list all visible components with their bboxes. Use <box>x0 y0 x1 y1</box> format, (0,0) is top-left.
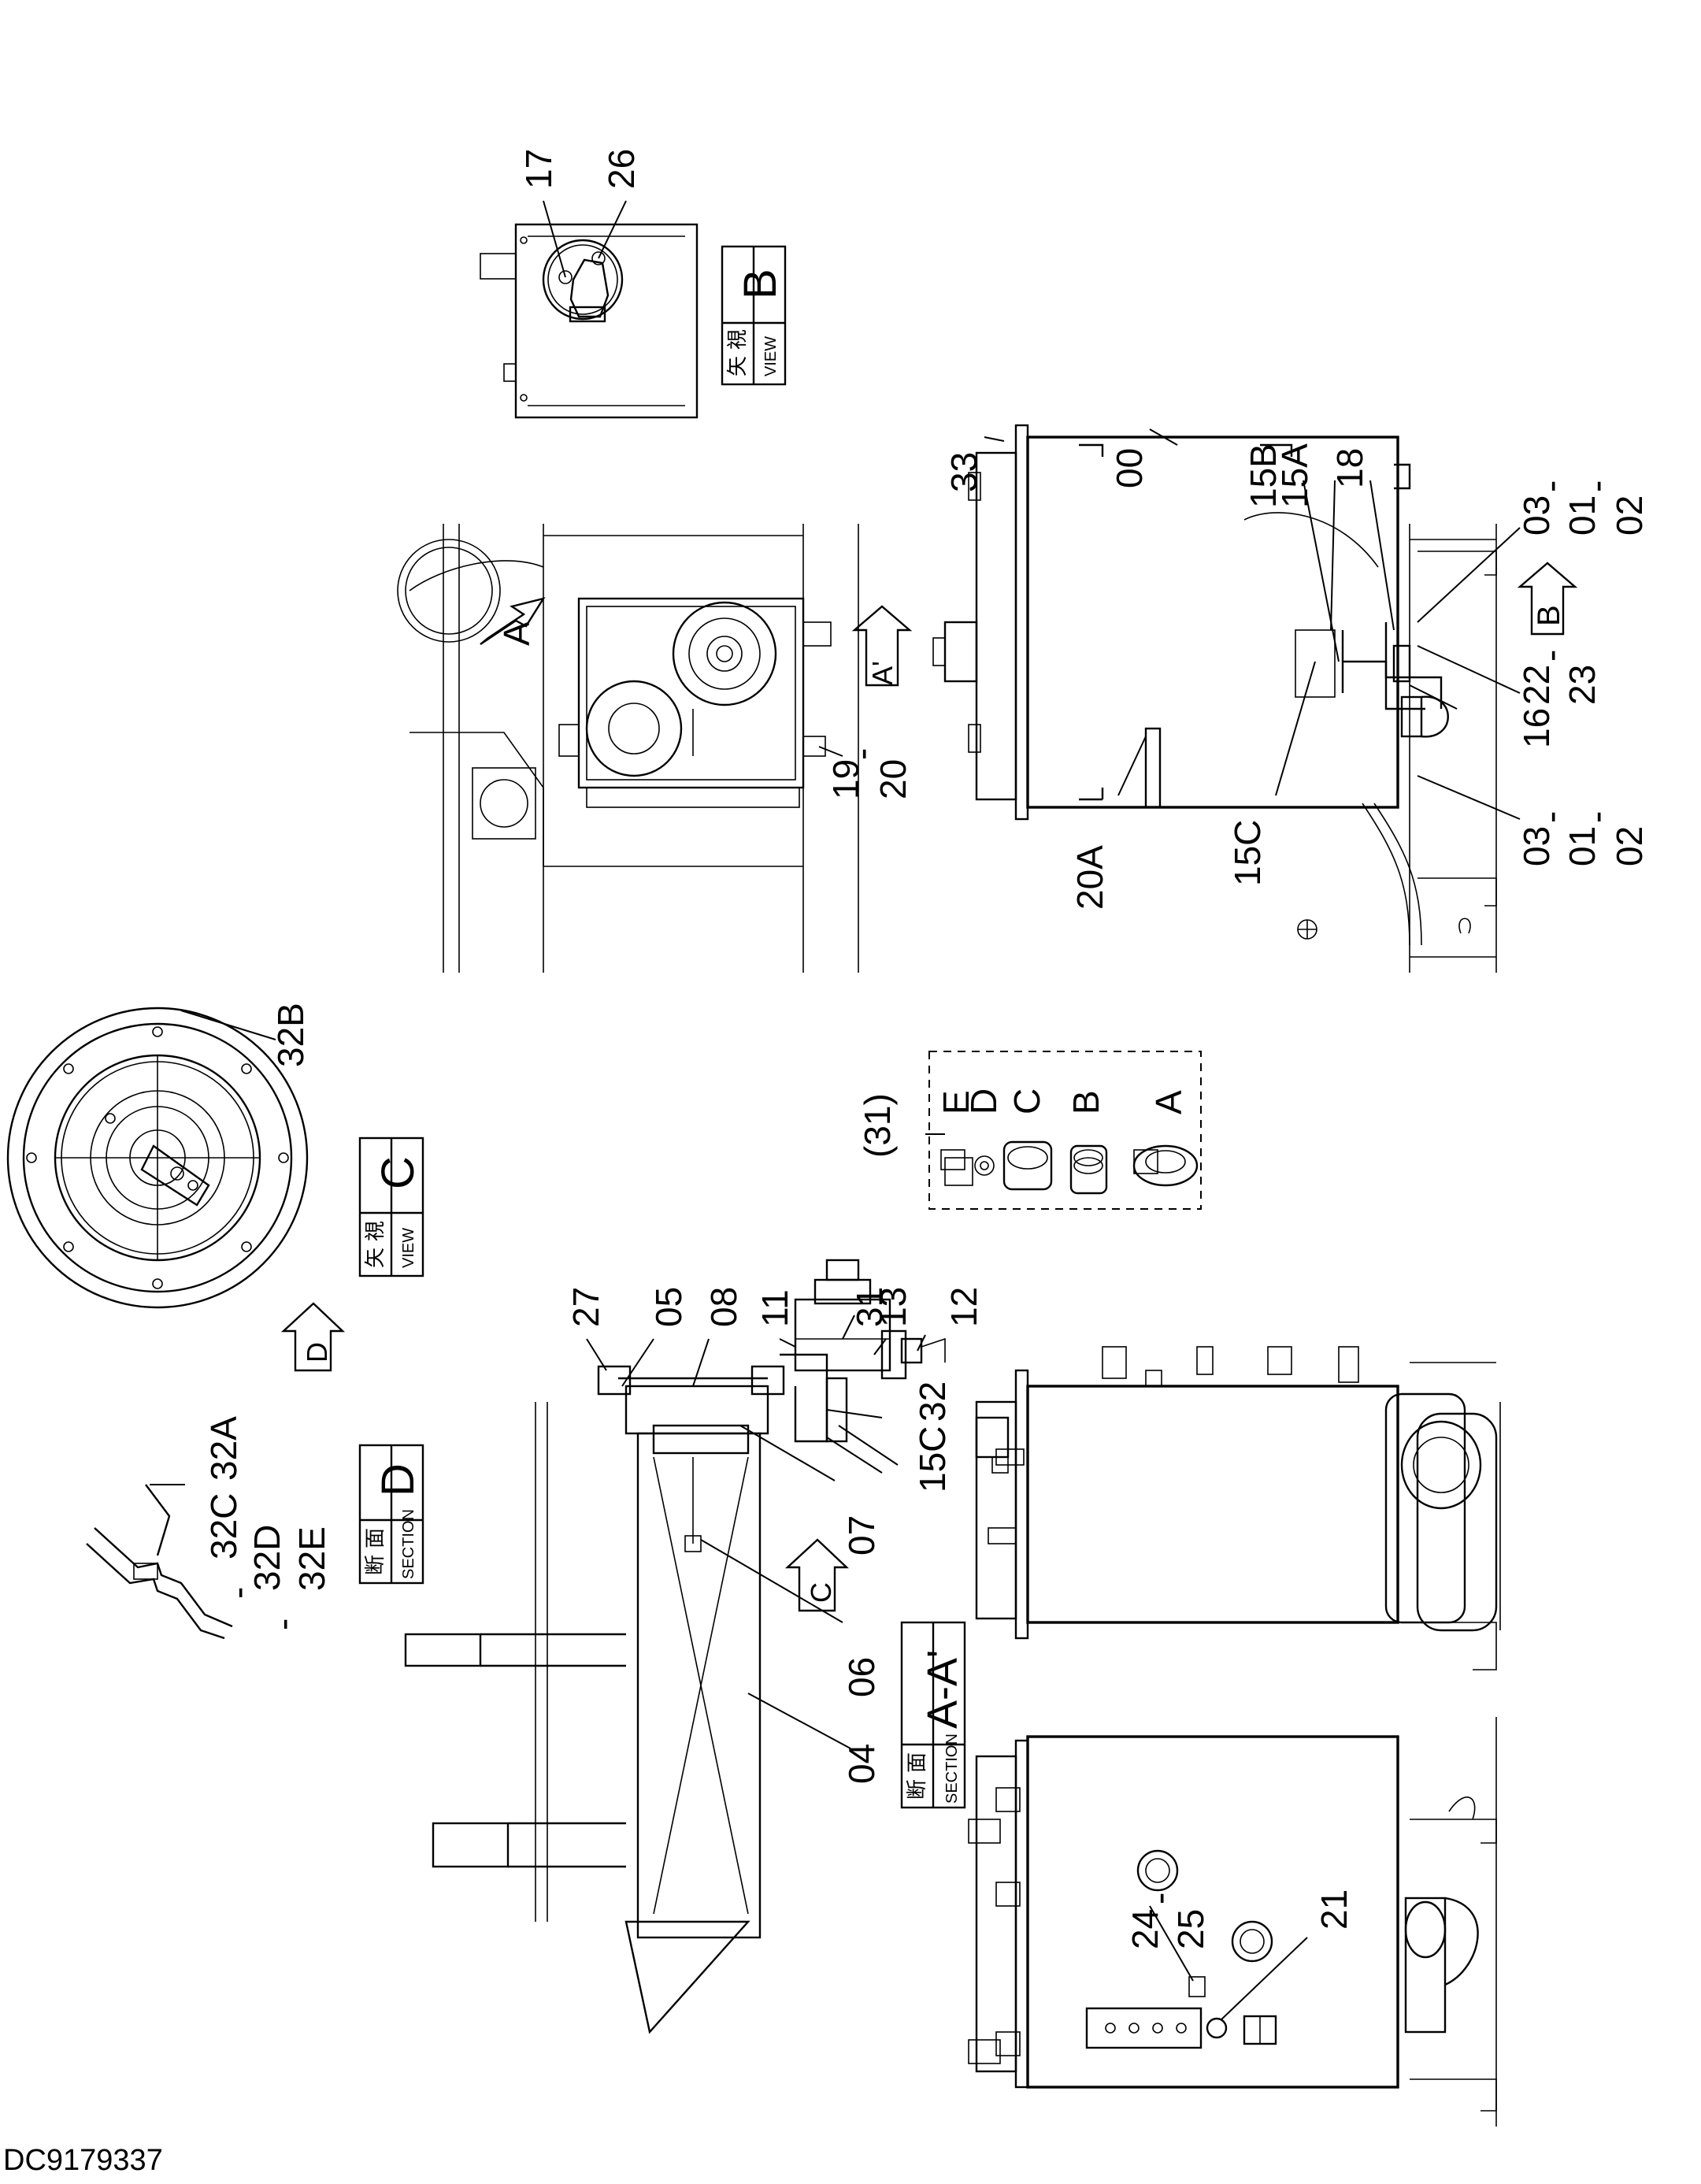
callout-E: E <box>936 1090 976 1114</box>
view-b-label: B 矢 視 VIEW <box>721 245 787 386</box>
arrow-d-label: D <box>301 1342 333 1363</box>
callout-32C: 32C <box>203 1493 244 1559</box>
section-aa-letter: A-A' <box>919 1650 966 1729</box>
callout-27: 27 <box>565 1287 606 1327</box>
callout-08: 08 <box>703 1287 744 1327</box>
callout-32E: 32E <box>291 1526 332 1591</box>
arrow-a-prime: A' <box>851 605 913 687</box>
arrow-c: C <box>784 1538 850 1612</box>
arrow-b: B <box>1517 562 1578 636</box>
callout-11: 11 <box>754 1289 795 1327</box>
dash-03-bottom: - <box>1530 811 1571 823</box>
callout-23: 23 <box>1562 665 1603 705</box>
callout-12: 12 <box>943 1287 984 1327</box>
view-c-jp2: 視 <box>363 1221 387 1241</box>
section-d-letter: D <box>372 1463 424 1496</box>
dash-03-top: - <box>1530 480 1571 492</box>
callout-32D: 32D <box>246 1525 287 1591</box>
callout-D: D <box>963 1088 1004 1114</box>
dash-22-23: - <box>1530 650 1571 662</box>
section-d-jp1: 断 <box>363 1555 387 1575</box>
view-b-detail <box>480 200 699 419</box>
section-aa-en: SECTION <box>943 1733 961 1804</box>
callout-31-group: (31) <box>857 1093 898 1158</box>
arrow-a-prime-label: A' <box>866 661 899 685</box>
view-c-detail <box>6 1007 309 1309</box>
callout-20A: 20A <box>1069 845 1110 910</box>
callout-32: 32 <box>912 1381 953 1422</box>
dash-01-bottom: - <box>1576 811 1617 823</box>
arrow-a-label: A <box>496 621 537 646</box>
drawing-number: DC9179337 <box>3 2144 163 2177</box>
dash-32C-32D: - <box>217 1587 258 1599</box>
section-aa-label: A-A' 断 面 SECTION <box>900 1621 966 1809</box>
tank-side-view <box>932 424 1521 973</box>
callout-00: 00 <box>1109 448 1150 488</box>
callout-13: 13 <box>873 1287 914 1327</box>
callout-03-top: 03 <box>1516 495 1557 536</box>
callout-25: 25 <box>1170 1909 1211 1949</box>
callout-06: 06 <box>841 1657 882 1697</box>
view-b-letter: B <box>735 269 786 299</box>
callout-20: 20 <box>873 759 914 799</box>
callout-01-top: 01 <box>1562 495 1603 536</box>
callout-07: 07 <box>841 1515 882 1555</box>
callout-22: 22 <box>1516 665 1557 705</box>
dash-24-25: - <box>1139 1893 1180 1904</box>
callout-C: C <box>1006 1088 1047 1114</box>
callout-B: B <box>1065 1090 1106 1114</box>
callout-31-section: 31 <box>849 1287 890 1327</box>
view-b-jp2: 視 <box>725 329 749 350</box>
callout-19: 19 <box>825 759 866 799</box>
callout-33: 33 <box>943 452 984 492</box>
callout-21: 21 <box>1314 1889 1354 1930</box>
callout-02-top: 02 <box>1609 495 1650 536</box>
view-c-jp1: 矢 <box>363 1248 387 1268</box>
callout-02-bottom: 02 <box>1609 826 1650 866</box>
view-b-en: VIEW <box>762 336 780 376</box>
callout-03-bottom: 03 <box>1516 826 1557 866</box>
section-d-label: D 断 面 SECTION <box>358 1444 424 1585</box>
section-aa-detail <box>404 1259 946 2034</box>
callout-15A: 15A <box>1274 443 1315 508</box>
section-aa-jp2: 面 <box>905 1752 928 1773</box>
callout-01-bottom: 01 <box>1562 826 1603 866</box>
view-c-en: VIEW <box>400 1228 417 1268</box>
callout-26: 26 <box>601 149 642 189</box>
section-d-jp2: 面 <box>363 1528 387 1548</box>
arrow-b-label: B <box>1532 605 1566 626</box>
callout-32B: 32B <box>270 1003 311 1067</box>
callout-15B: 15B <box>1243 443 1284 508</box>
dash-19-20: - <box>841 748 882 760</box>
view-c-letter: C <box>372 1156 424 1189</box>
callout-18: 18 <box>1329 448 1370 488</box>
callout-15C-bottom: 15C <box>912 1426 953 1492</box>
arrow-a-top: A <box>480 597 546 646</box>
section-d-detail <box>86 1484 233 1640</box>
tank-bottom-view <box>968 1717 1497 2127</box>
callout-04: 04 <box>841 1744 882 1784</box>
section-d-en: SECTION <box>400 1509 417 1579</box>
view-c-label: C 矢 視 VIEW <box>358 1136 424 1277</box>
view-b-jp1: 矢 <box>725 356 749 376</box>
arrow-d: D <box>280 1302 346 1372</box>
arrow-c-label: C <box>805 1582 837 1603</box>
callout-16: 16 <box>1516 708 1557 748</box>
callout-17: 17 <box>518 149 559 189</box>
callout-05: 05 <box>648 1287 689 1327</box>
tank-front-view <box>975 1346 1501 1670</box>
callout-24: 24 <box>1125 1909 1166 1949</box>
top-plan-view <box>397 524 859 973</box>
part-31-exploded-view <box>925 1051 1202 1210</box>
callout-32A: 32A <box>203 1416 244 1481</box>
section-aa-jp1: 断 <box>905 1779 928 1800</box>
callout-A: A <box>1148 1090 1189 1114</box>
dash-32D-32E: - <box>262 1619 303 1630</box>
callout-15C-top: 15C <box>1227 820 1268 886</box>
dash-01-top: - <box>1576 480 1617 492</box>
